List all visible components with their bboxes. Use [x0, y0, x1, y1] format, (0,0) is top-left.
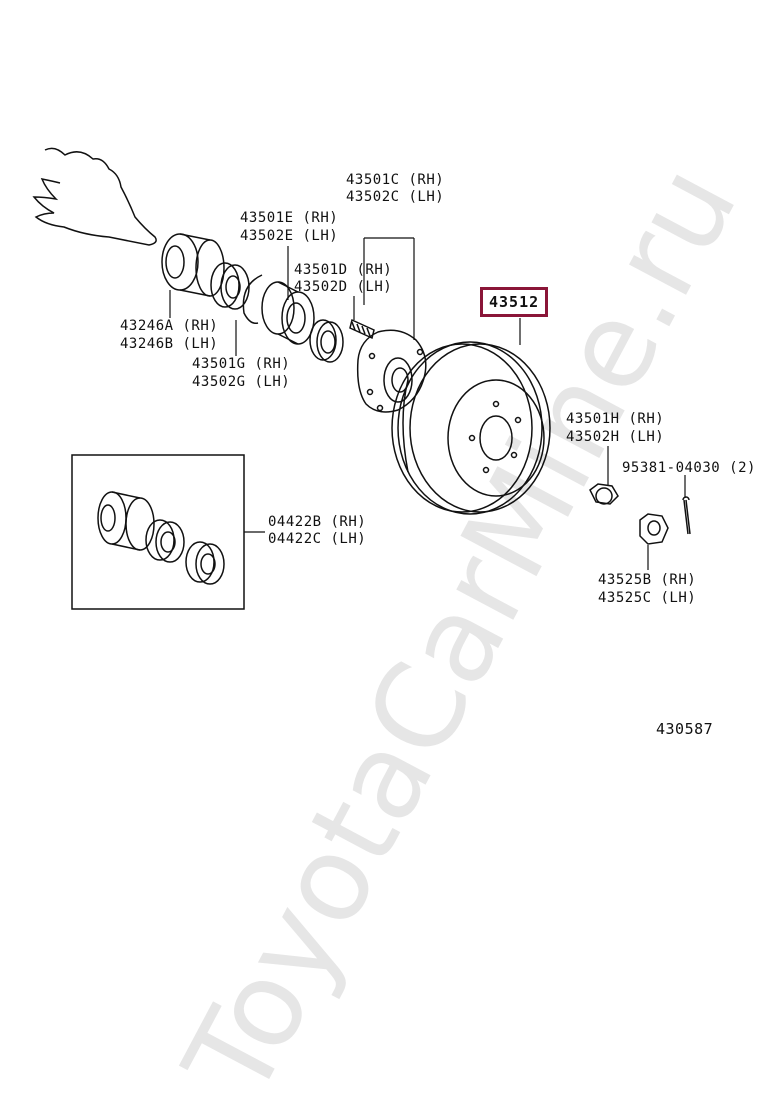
hub-bolt — [349, 318, 375, 340]
disc-rotor — [391, 341, 551, 515]
snap-ring — [242, 274, 263, 325]
label-43501E: 43501E (RH) — [240, 210, 339, 226]
hand-pointer-icon — [32, 147, 157, 246]
grease-cap — [161, 233, 225, 297]
label-43246B: 43246B (LH) — [120, 336, 219, 352]
label-43525B: 43525B (RH) — [598, 572, 697, 588]
inner-bearing — [309, 319, 344, 363]
label-43501G: 43501G (RH) — [192, 356, 291, 372]
outer-bearing — [210, 262, 250, 310]
hub-bearing — [261, 281, 315, 345]
label-43501C: 43501C (RH) — [346, 172, 445, 188]
hub-nut — [589, 483, 619, 505]
highlighted-part-label[interactable]: 43512 — [480, 287, 549, 317]
label-04422B: 04422B (RH) — [268, 514, 367, 530]
label-04422C: 04422C (LH) — [268, 531, 367, 547]
label-43502C: 43502C (LH) — [346, 189, 445, 205]
label-43502G: 43502G (LH) — [192, 374, 291, 390]
label-95381: 95381-04030 (2) — [622, 460, 756, 476]
kit-inner-bearing — [185, 541, 225, 585]
label-43502D: 43502D (LH) — [294, 279, 393, 295]
diagram-id: 430587 — [656, 720, 714, 738]
leader-lines — [169, 237, 686, 570]
label-43525C: 43525C (LH) — [598, 590, 697, 606]
label-43502E: 43502E (LH) — [240, 228, 339, 244]
lock-nut-cap — [639, 513, 669, 545]
label-43502H: 43502H (LH) — [566, 429, 665, 445]
label-43501D: 43501D (RH) — [294, 262, 393, 278]
label-43246A: 43246A (RH) — [120, 318, 219, 334]
cotter-pin — [682, 496, 691, 535]
kit-grease-cap — [97, 491, 155, 551]
label-43501H: 43501H (RH) — [566, 411, 665, 427]
kit-outer-bearing — [145, 519, 185, 563]
